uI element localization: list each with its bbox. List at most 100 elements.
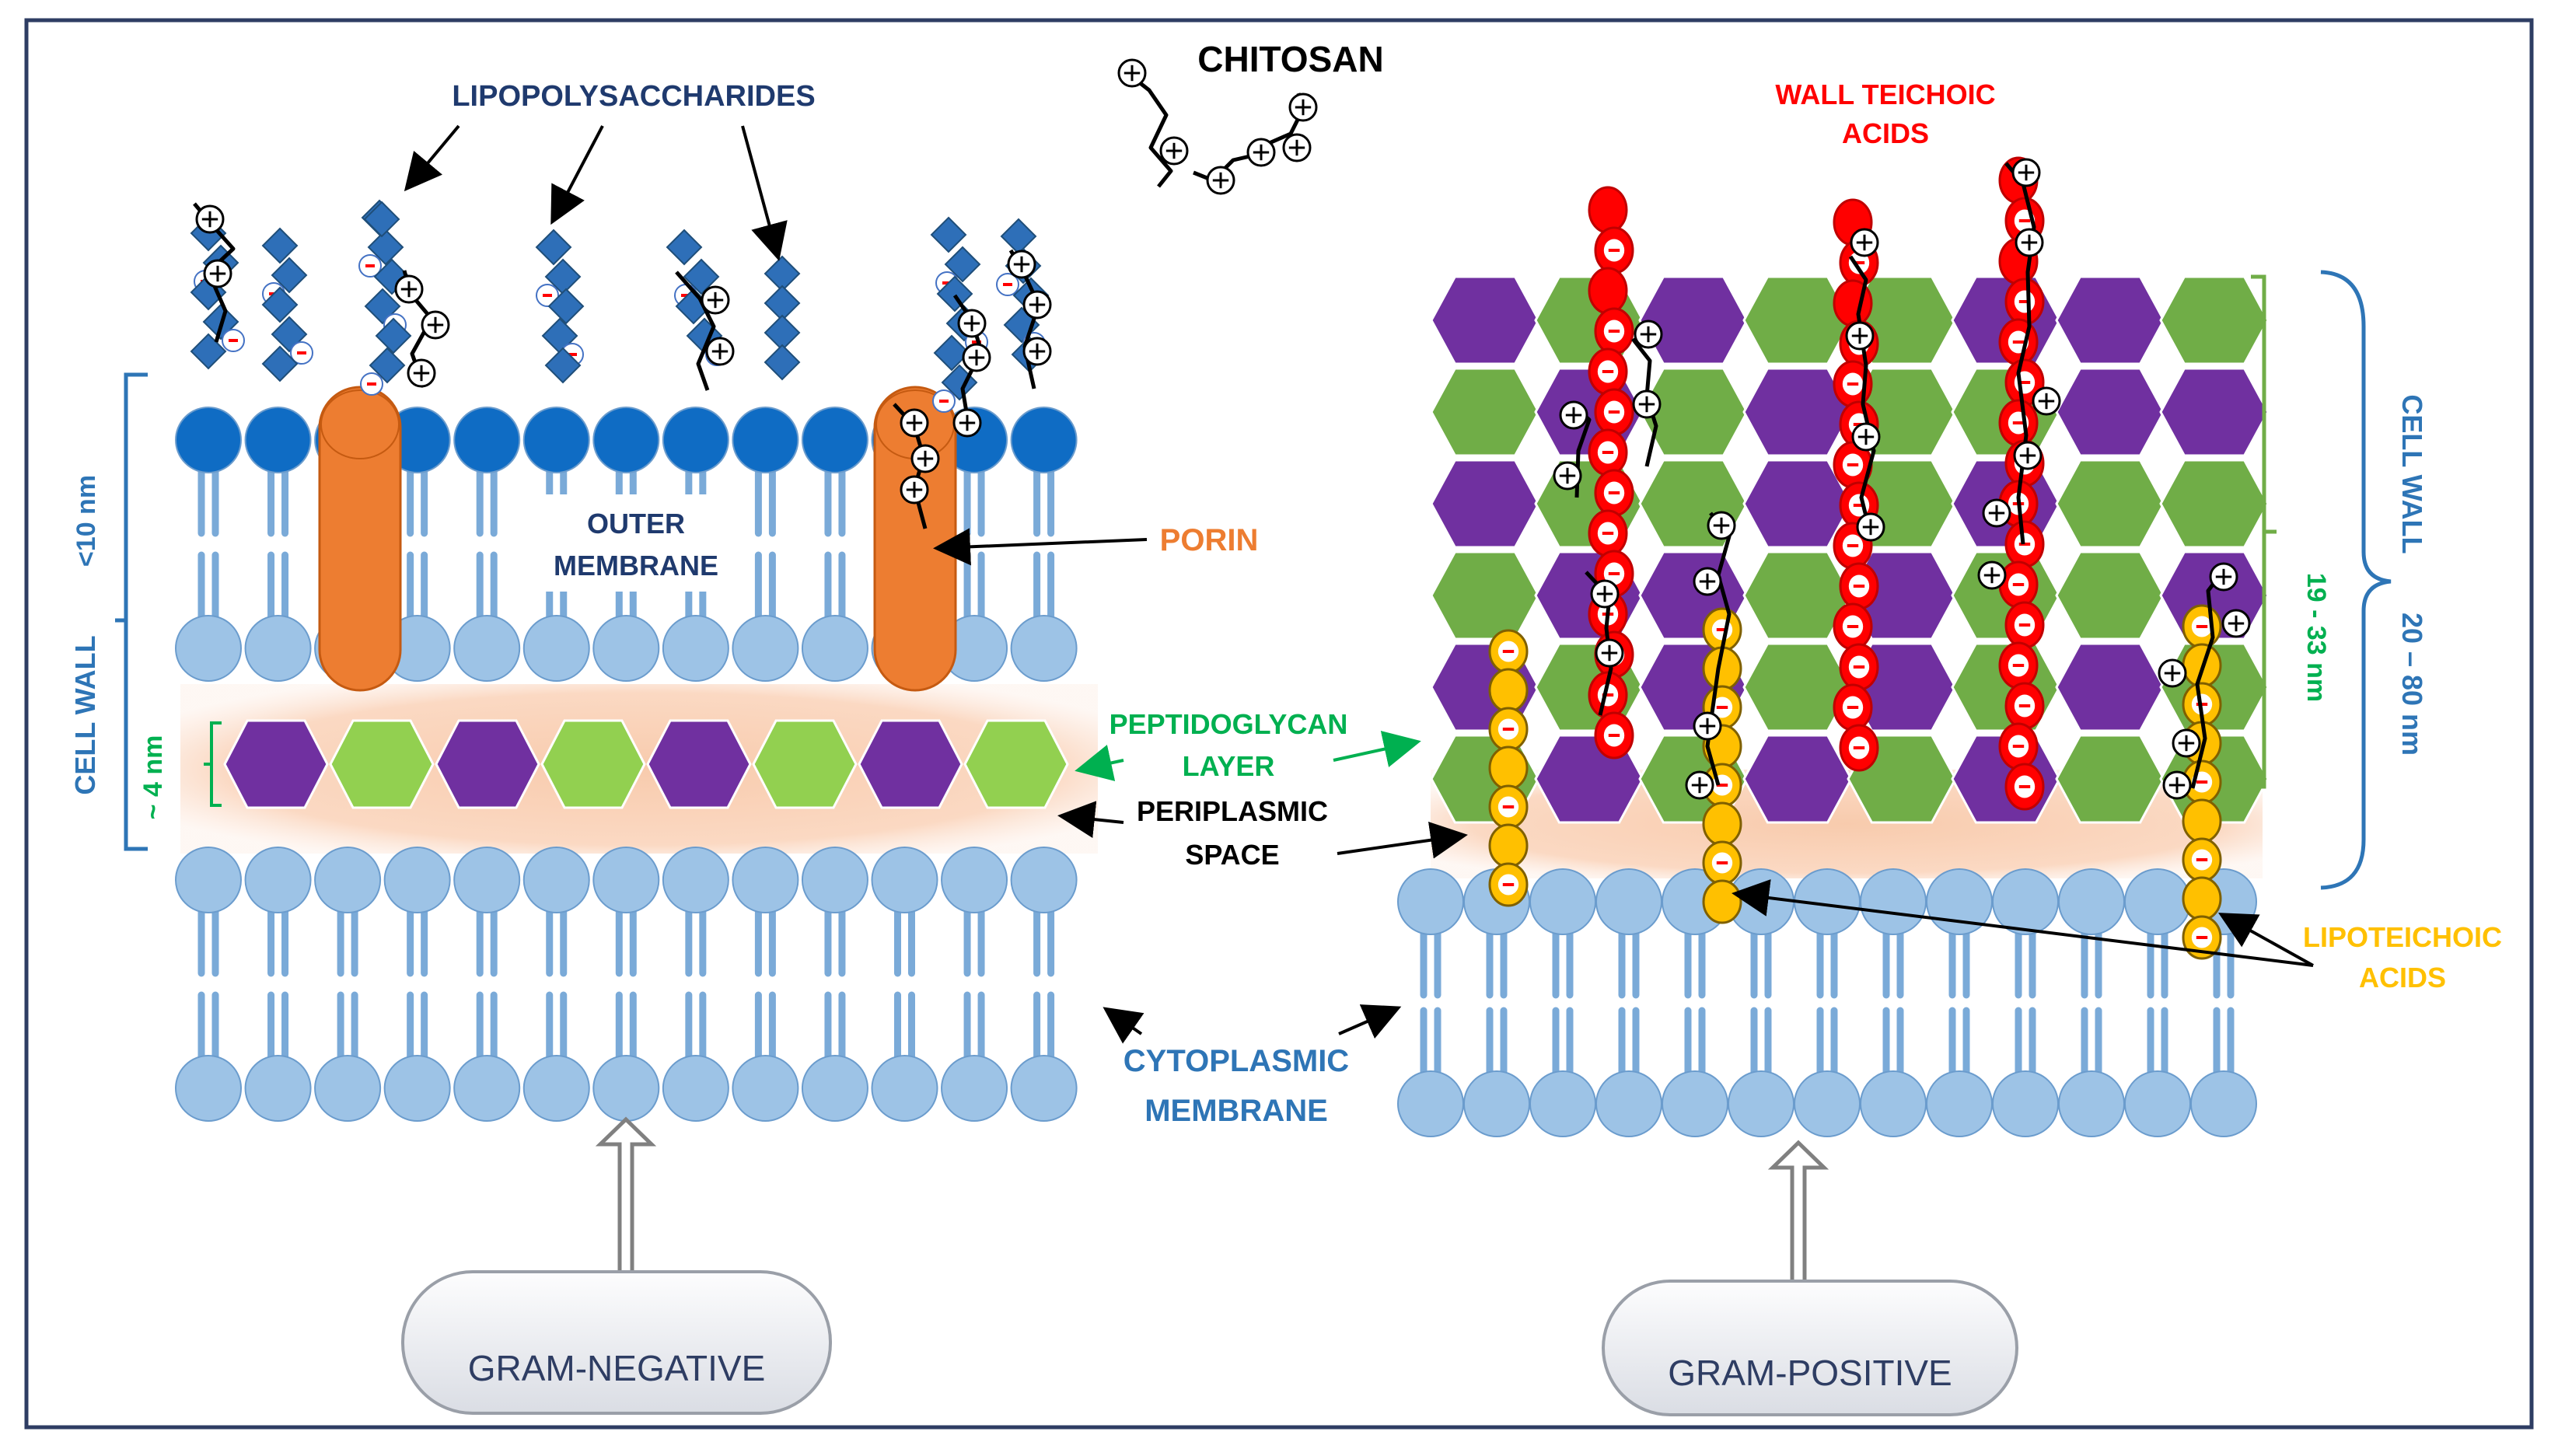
peptidoglycan-unit — [1430, 367, 1540, 457]
lipopolysaccharides-label: LIPOPOLYSACCHARIDES — [452, 80, 815, 113]
peptidoglycan-unit — [1430, 550, 1540, 641]
lipid-head — [1010, 615, 1078, 682]
chitosan-chain — [2190, 571, 2224, 789]
negative-cell-wall-bracket — [124, 372, 148, 851]
lipid-head — [1397, 868, 1464, 935]
lipid-head — [175, 407, 242, 473]
lipid-head — [244, 1055, 312, 1122]
lipid-head — [801, 407, 868, 473]
lipid-head — [801, 615, 868, 682]
lipid-head — [383, 1055, 451, 1122]
lipid-head — [175, 615, 242, 682]
lps-sugar — [544, 347, 582, 384]
lps-sugar — [375, 317, 412, 354]
lipid-head — [1926, 1070, 1993, 1137]
lipid-head — [1010, 1055, 1078, 1122]
lipoteichoic-acids-label: ACIDS — [2359, 962, 2446, 993]
lps-sugar — [261, 227, 299, 264]
porin-top — [320, 389, 400, 459]
lipid-head — [1010, 407, 1078, 473]
lipid-head — [1010, 847, 1078, 913]
lps-sugar — [547, 288, 585, 325]
negative-peptidoglycan-thickness-label: ~ 4 nm — [138, 735, 168, 820]
lipid-head — [662, 847, 729, 913]
lipid-head — [801, 847, 868, 913]
porin-channel — [318, 386, 402, 692]
lipid-head — [314, 847, 382, 913]
lipid-head — [522, 615, 590, 682]
lps-sugar — [930, 216, 967, 253]
lipid-head — [175, 1055, 242, 1122]
lps-sugar — [933, 334, 970, 372]
peptidoglycan-unit — [1430, 275, 1540, 365]
gram-negative-cytoplasmic-membrane — [175, 847, 1078, 1122]
chitosan-chain — [2004, 162, 2036, 545]
lipoteichoic-acid-unit — [1702, 879, 1742, 924]
peptidoglycan-unit — [752, 719, 858, 809]
lipoteichoic-acid-unit — [2182, 876, 2222, 921]
outer-membrane-label: MEMBRANE — [554, 550, 718, 581]
gram-positive-up-arrow — [1767, 1140, 1829, 1293]
lipid-head — [1529, 868, 1596, 935]
positive-cell-wall-brace — [2320, 270, 2392, 890]
peptidoglycan-unit — [540, 719, 646, 809]
positive-cell-wall-label: CELL WALL — [2396, 394, 2428, 553]
periplasmic-space-label: SPACE — [1185, 839, 1279, 871]
peptidoglycan-layer-label: LAYER — [1183, 750, 1275, 782]
gram-positive-label: GRAM-POSITIVE — [1668, 1353, 1952, 1393]
lps-sugar — [261, 345, 299, 382]
peptidoglycan-unit — [2159, 275, 2270, 365]
lipid-head — [732, 847, 799, 913]
lipid-head — [244, 847, 312, 913]
lipid-head — [592, 407, 660, 473]
lipoteichoic-acid-unit — [1488, 668, 1529, 713]
cytoplasmic-membrane-label: MEMBRANE — [1144, 1094, 1328, 1128]
chitosan-label: CHITOSAN — [1197, 39, 1383, 79]
gram-positive-box — [1602, 1280, 2018, 1416]
lipid-head — [1992, 868, 2059, 935]
lipid-head — [1860, 868, 1927, 935]
peptidoglycan-unit — [1638, 275, 1749, 365]
peptidoglycan-unit — [329, 719, 435, 809]
lipid-head — [662, 1055, 729, 1122]
peptidoglycan-layer-label: PEPTIDOGLYCAN — [1110, 708, 1348, 740]
peptidoglycan-unit — [2055, 734, 2165, 824]
porin-label: PORIN — [1160, 523, 1259, 557]
positive-thickness-label: 20 – 80 nm — [2396, 613, 2428, 756]
lps-sugar — [535, 229, 572, 266]
gram-negative-peptidoglycan-layer — [223, 719, 1069, 809]
lipid-head — [2124, 1070, 2191, 1137]
lipid-head — [244, 407, 312, 473]
wall-teichoic-acids-label: WALL TEICHOIC — [1775, 79, 1995, 110]
lipid-head — [1728, 1070, 1794, 1137]
teichoic-acid-unit — [1588, 267, 1628, 315]
lipid-head — [2058, 1070, 2125, 1137]
lipid-head — [592, 1055, 660, 1122]
lps-sugar — [271, 257, 308, 294]
peptidoglycan-unit — [963, 719, 1069, 809]
lps-sugar — [666, 229, 703, 266]
lipoteichoic-acid-unit — [1488, 745, 1529, 791]
lipid-head — [453, 615, 521, 682]
lipid-head — [1992, 1070, 2059, 1137]
gram-negative-box — [401, 1270, 832, 1415]
lps-sugar — [683, 258, 720, 295]
peptidoglycan-unit — [2055, 550, 2165, 641]
lipid-head — [453, 407, 521, 473]
lipid-head — [2058, 868, 2125, 935]
chitosan-chain — [1126, 72, 1173, 188]
lps-sugar — [944, 246, 981, 283]
lipid-head — [1662, 1070, 1728, 1137]
cytoplasmic-membrane-label: CYTOPLASMIC — [1123, 1044, 1349, 1078]
lipid-head — [662, 407, 729, 473]
lipid-head — [1595, 868, 1662, 935]
lipoteichoic-acids-label: LIPOTEICHOIC — [2303, 921, 2502, 953]
lipid-head — [1794, 1070, 1861, 1137]
lipoteichoic-acid-unit — [1488, 823, 1529, 868]
peptidoglycan-unit — [223, 719, 329, 809]
peptidoglycan-unit — [2055, 642, 2165, 732]
wall-teichoic-acids-label: ACIDS — [1842, 117, 1929, 149]
lps-sugar — [369, 347, 406, 384]
lipid-head — [1397, 1070, 1464, 1137]
